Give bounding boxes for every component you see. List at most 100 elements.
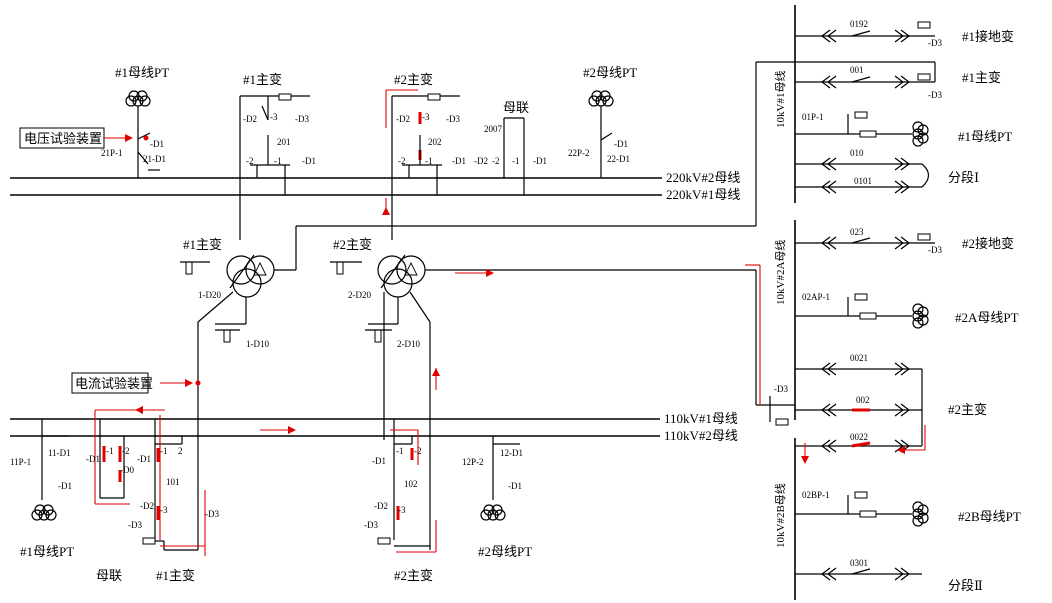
sw-0101-label: 0101 [854, 176, 872, 186]
pt1-110-ground-label: 11-D1 [48, 448, 71, 458]
tr1-220-title: #1主变 [243, 72, 282, 87]
tr2-m1-label: -1 [425, 156, 433, 166]
pt-icon [912, 501, 929, 527]
bus-110kv: 110kV#1母线 110kV#2母线 [10, 411, 738, 443]
bay-110-coupler: -D1 -1 -2 -D0 母联 [86, 409, 165, 583]
sw-010-label: 010 [850, 148, 864, 158]
tr2-110-m1-label: -1 [396, 446, 404, 456]
r-pt2a-label: #2A母线PT [955, 310, 1019, 325]
pt2-110-d1-label: -D1 [508, 481, 522, 491]
pt2-110-ground-label: 12-D1 [500, 448, 523, 458]
tr1-3-label: -3 [270, 112, 278, 122]
pt2-110-title: #2母线PT [478, 544, 532, 559]
tr2-d2-label: -D2 [396, 114, 410, 124]
arrow-icon [185, 379, 193, 387]
tr2-d1-label: -D1 [452, 156, 466, 166]
r-seg2-label: 分段Ⅱ [948, 578, 983, 593]
bus-10kv-2b-label: 10kV#2B母线 [773, 483, 787, 548]
sw-02bp1-label: 02BP-1 [802, 490, 830, 500]
pt-icon [125, 90, 151, 107]
sw-023-d3-label: -D3 [928, 245, 942, 255]
pt2-220-title: #2母线PT [583, 65, 637, 80]
feeders-10kv-lower: 02BP-1 #2B母线PT 0301 分段Ⅱ [795, 490, 1021, 593]
voltage-test-device: 电压试验装置 [19, 127, 105, 149]
coupler-110-d1-label: -D1 [86, 454, 100, 464]
tr1-d20-label: 1-D20 [198, 290, 221, 300]
tr2-mid-label: #2主变 [333, 237, 372, 252]
pt-icon [31, 504, 57, 521]
bus-10kv: 10kV#1母线 10kV#2A母线 10kV#2B母线 [773, 5, 796, 600]
tr1-d2-label: -D2 [243, 114, 257, 124]
tr1-breaker-label: 201 [277, 137, 291, 147]
bay-220-coupler: 母联 2007 -D2 -2 -1 -D1 [474, 100, 547, 195]
coupler-110-d0-label: -D0 [120, 465, 134, 475]
bay-110-tr1: -D1 -1 2 101 -D2 -3 -D3 -D3 #1主变 [128, 415, 219, 583]
tr2-110-breaker-label: 102 [404, 479, 418, 489]
tr1-d3-label: -D3 [295, 114, 309, 124]
bay-220-tr2: #2主变 -D2 -3 -D3 202 -2 -1 -D1 [385, 72, 466, 240]
transformer-2: #2主变 2-D20 2-D10 [330, 237, 795, 550]
pt-icon [480, 504, 506, 521]
r-ground1-label: #1接地变 [962, 29, 1014, 44]
tr2-110-d3-label: -D3 [364, 520, 378, 530]
tr2-110-d2-label: -D2 [374, 501, 388, 511]
pt-icon [588, 90, 614, 107]
r-tr1-label: #1主变 [962, 70, 1001, 85]
sw-002-d3-label: -D3 [774, 384, 788, 394]
r-ground2-label: #2接地变 [962, 236, 1014, 251]
tr2-d10-label: 2-D10 [397, 339, 420, 349]
arrow-icon [135, 406, 143, 414]
sw-0021-label: 0021 [850, 353, 868, 363]
sw-0192-label: 0192 [850, 19, 868, 29]
coupler-220-breaker-label: 2007 [484, 124, 503, 134]
bay-220-pt2: #2母线PT -D1 22P-2 22-D1 [568, 65, 637, 178]
tr1-m1-label: -1 [274, 156, 282, 166]
tr2-3-label: -3 [422, 112, 430, 122]
sw-001-label: 001 [850, 65, 864, 75]
arrow-icon [486, 269, 494, 277]
sw-002-label: 002 [856, 395, 870, 405]
tr1-110-m2-label: 2 [178, 446, 183, 456]
tr1-110-d2-label: -D2 [140, 501, 154, 511]
arrow-icon [382, 207, 390, 215]
sw-0022-label: 0022 [850, 432, 868, 442]
sw-023-label: 023 [850, 227, 864, 237]
r-pt2b-label: #2B母线PT [958, 509, 1021, 524]
tr1-110-m1-label: -1 [160, 446, 168, 456]
bay-110-pt2: 12P-2 12-D1 -D1 #2母线PT [462, 436, 532, 559]
bus-110kv-2-label: 110kV#2母线 [664, 428, 738, 443]
sw-001-d3-label: -D3 [928, 90, 942, 100]
tr1-d1-label: -D1 [302, 156, 316, 166]
coupler-110-title: 母联 [96, 568, 122, 583]
tr1-d10-label: 1-D10 [246, 339, 269, 349]
bus-10kv-2a-label: 10kV#2A母线 [773, 240, 787, 305]
pt1-110-title: #1母线PT [20, 544, 74, 559]
coupler-220-d2-label: -D2 [474, 156, 488, 166]
pt1-220-ground-label: 21-D1 [143, 154, 166, 164]
pt-icon [912, 303, 929, 329]
r-seg1-label: 分段Ⅰ [948, 170, 979, 185]
tr2-220-title: #2主变 [394, 72, 433, 87]
tr1-110-d3b-label: -D3 [205, 509, 219, 519]
sw-0192-d3-label: -D3 [928, 38, 942, 48]
pt1-220-title: #1母线PT [115, 65, 169, 80]
bus-220kv-2-label: 220kV#2母线 [666, 170, 740, 185]
coupler-220-title: 母联 [503, 100, 529, 115]
tr1-110-breaker-label: 101 [166, 477, 180, 487]
bus-110kv-1-label: 110kV#1母线 [664, 411, 738, 426]
tr1-110-title: #1主变 [156, 568, 195, 583]
tr2-breaker-label: 202 [428, 137, 442, 147]
current-test-device: 电流试验装置 [71, 372, 153, 394]
sw-0301-label: 0301 [850, 558, 868, 568]
tr1-110-m3-label: -3 [160, 505, 168, 515]
coupler-110-m1-label: -1 [106, 446, 114, 456]
tr1-110-d1-label: -D1 [137, 454, 151, 464]
pt2-110-switch-label: 12P-2 [462, 457, 484, 467]
pt1-220-d1-label: -D1 [150, 139, 164, 149]
tr1-m2-label: -2 [246, 156, 254, 166]
bay-110-pt1: 11P-1 11-D1 -D1 #1母线PT [10, 419, 74, 559]
pt1-220-switch-label: 21P-1 [101, 148, 123, 158]
arrow-icon [288, 426, 296, 434]
tr2-m2-label: -2 [398, 156, 406, 166]
